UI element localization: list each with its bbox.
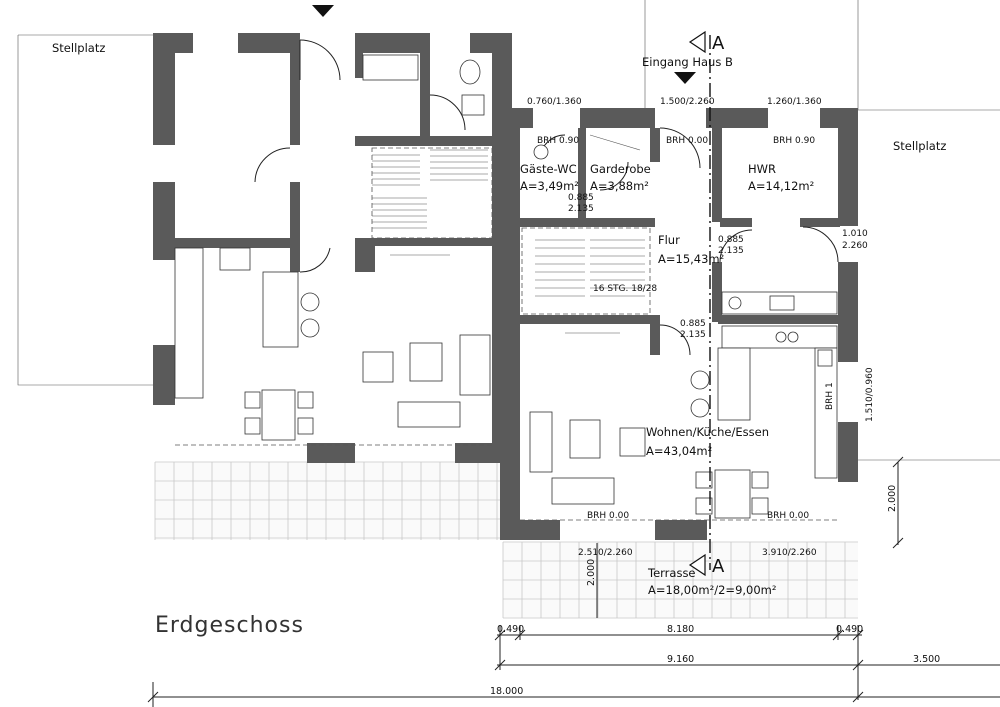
- house-a-stairs: [371, 147, 493, 239]
- note-brh-000-right: BRH 0.00: [767, 511, 809, 521]
- parking-left-outline: [17, 34, 155, 386]
- room-terrasse-name: Terrasse: [647, 566, 696, 580]
- house-b-doors: [539, 127, 839, 356]
- note-door-2260: 2.260: [842, 241, 868, 251]
- note-door-885: 0.885: [568, 193, 594, 203]
- room-hwr-area: A=14,12m²: [748, 179, 814, 193]
- room-garderobe-area: A=3,88m²: [590, 179, 649, 193]
- room-garderobe-name: Garderobe: [590, 162, 651, 176]
- dim-3500: 3.500: [913, 654, 940, 665]
- note-door-2135: 2.135: [568, 204, 594, 214]
- house-a-furniture: [174, 54, 492, 446]
- room-gaeste-wc-area: A=3,49m²: [520, 179, 579, 193]
- dim-0490-right: 0.490: [836, 624, 863, 635]
- note-brh-000-left: BRH 0.00: [587, 511, 629, 521]
- house-b-stairs: [521, 227, 651, 315]
- note-door3-885: 0.885: [680, 319, 706, 329]
- dim-8180: 8.180: [667, 624, 694, 635]
- section-marker-top-label: A: [712, 33, 725, 54]
- parking-right-outline: [644, 0, 1000, 461]
- section-marker-bottom: A: [688, 553, 725, 577]
- window-label-w3: 1.260/1.360: [767, 97, 822, 107]
- room-terrasse-area: A=18,00m²/2=9,00m²: [648, 583, 776, 597]
- note-door2-2135: 2.135: [718, 246, 744, 256]
- parking-left-label: Stellplatz: [52, 41, 105, 55]
- entrance-arrow-b: [674, 72, 696, 84]
- terrace-paving-left: [154, 461, 500, 540]
- section-marker-bottom-label: A: [712, 556, 725, 577]
- room-flur-area: A=15,43m²: [658, 252, 724, 266]
- note-brh-1: BRH 1: [825, 382, 835, 410]
- note-brh-090-a: BRH 0.90: [537, 136, 579, 146]
- dim-0490-left: 0.490: [497, 624, 524, 635]
- dim-18000: 18.000: [490, 686, 523, 697]
- parking-right-label: Stellplatz: [893, 139, 946, 153]
- window-label-w1: 0.760/1.360: [527, 97, 582, 107]
- house-b-furniture: [520, 134, 840, 521]
- room-hwr-name: HWR: [748, 162, 776, 176]
- entrance-arrow-a: [312, 5, 334, 17]
- window-label-w4: 2.510/2.260: [578, 548, 633, 558]
- entrance-label: Eingang Haus B: [642, 55, 733, 69]
- note-brh-090-b: BRH 0.90: [773, 136, 815, 146]
- house-b-walls: [500, 108, 858, 540]
- plan-title: Erdgeschoss: [155, 613, 304, 638]
- house-a-walls: [153, 33, 512, 463]
- room-flur-name: Flur: [658, 233, 680, 247]
- dim-2000-right: 2.000: [887, 485, 898, 512]
- section-marker-top: A: [688, 30, 725, 54]
- note-door3-2135: 2.135: [680, 330, 706, 340]
- note-door-1010: 1.010: [842, 229, 868, 239]
- terrace-paving-right: [502, 541, 858, 619]
- house-a-doors: [254, 39, 466, 273]
- window-label-w2: 1.500/2.260: [660, 97, 715, 107]
- room-wohnen-area: A=43,04m²: [646, 444, 712, 458]
- dim-9160: 9.160: [667, 654, 694, 665]
- note-door2-885: 0.885: [718, 235, 744, 245]
- note-brh-000-top: BRH 0.00: [666, 136, 708, 146]
- window-label-w5: 3.910/2.260: [762, 548, 817, 558]
- stair-label: 16 STG. 18/28: [593, 284, 657, 294]
- room-gaeste-wc-name: Gäste-WC: [520, 162, 577, 176]
- room-wohnen-name: Wohnen/Küche/Essen: [646, 425, 769, 439]
- dim-2000-terrace: 2.000: [586, 559, 597, 586]
- dimension-lines: [147, 456, 1000, 707]
- window-label-w6: 1.510/0.960: [865, 367, 875, 422]
